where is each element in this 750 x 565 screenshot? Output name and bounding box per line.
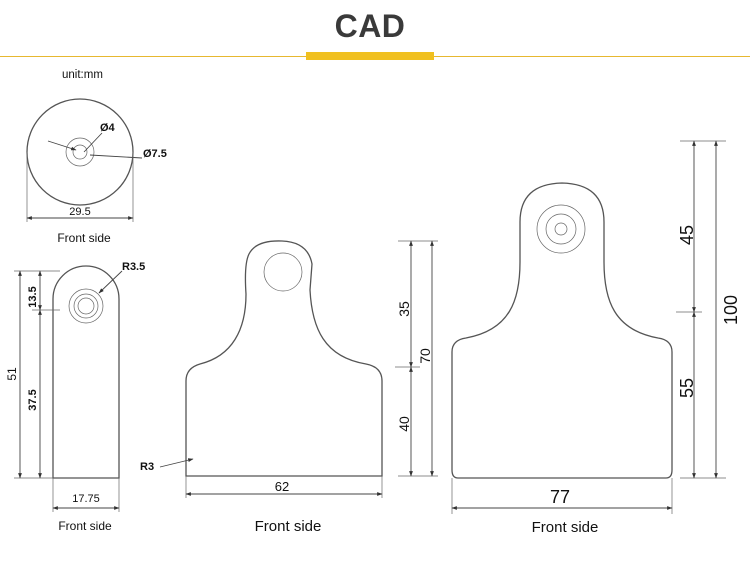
large-tag-outline [451,182,673,479]
medium-tag-outline [185,240,383,477]
dim-radius-value: R3.5 [122,261,145,273]
dim-top-value: 35 [396,301,412,317]
dim-top-value: 13.5 [27,286,39,307]
small-tag-ring-middle [73,293,99,319]
small-tag-ring-outer [68,288,104,324]
large-tag-drawing: 45 55 100 77 Front side [451,140,741,536]
dim-radius-leader [159,458,194,468]
large-tag-ring-middle [545,213,577,245]
dim-bottom-value: 40 [396,416,412,432]
page-title: CAD [334,8,406,44]
round-tag-outline [26,98,134,206]
dim-total-value: 51 [5,367,19,381]
dim-inner-leader-left [47,140,77,151]
small-tag-drawing: R3.5 51 13.5 37.5 17.75 Front side [5,261,145,533]
round-tag-drawing: unit:mm Ø4 Ø7.5 29.5 Front side [26,69,167,245]
dim-outer-leader [89,154,143,159]
dim-width-value: 17.75 [72,493,100,505]
round-tag-inner-hole [72,144,88,160]
dim-total-value: 70 [417,348,433,364]
large-tag-ring-outer [536,204,586,254]
dim-radius-leader [98,270,123,294]
round-tag-caption: Front side [57,231,111,245]
dim-top-value: 45 [677,225,697,245]
dim-width-value: 77 [550,487,570,507]
dim-width-value: 29.5 [69,206,90,218]
small-tag-hole [77,297,95,315]
large-tag-caption: Front side [532,519,599,536]
dim-inner-leader-right [83,132,103,153]
medium-tag-drawing: R3 35 40 70 62 Front side [140,240,438,535]
small-tag-outline [52,265,120,479]
medium-tag-caption: Front side [255,518,322,535]
unit-label: unit:mm [62,69,103,81]
large-tag-hole [554,222,568,236]
dim-width-value: 62 [275,479,289,494]
dim-inner-diameter: Ø4 [100,122,116,134]
dim-outer-diameter: Ø7.5 [143,148,167,160]
medium-tag-hole [263,252,303,292]
small-tag-caption: Front side [58,519,112,533]
dim-total-value: 100 [721,295,741,325]
round-tag-outer-ring [65,137,95,167]
dim-bottom-value: 55 [677,378,697,398]
dim-bottom-value: 37.5 [27,389,39,410]
dim-radius-value: R3 [140,461,154,473]
header-accent-bar [306,52,434,60]
